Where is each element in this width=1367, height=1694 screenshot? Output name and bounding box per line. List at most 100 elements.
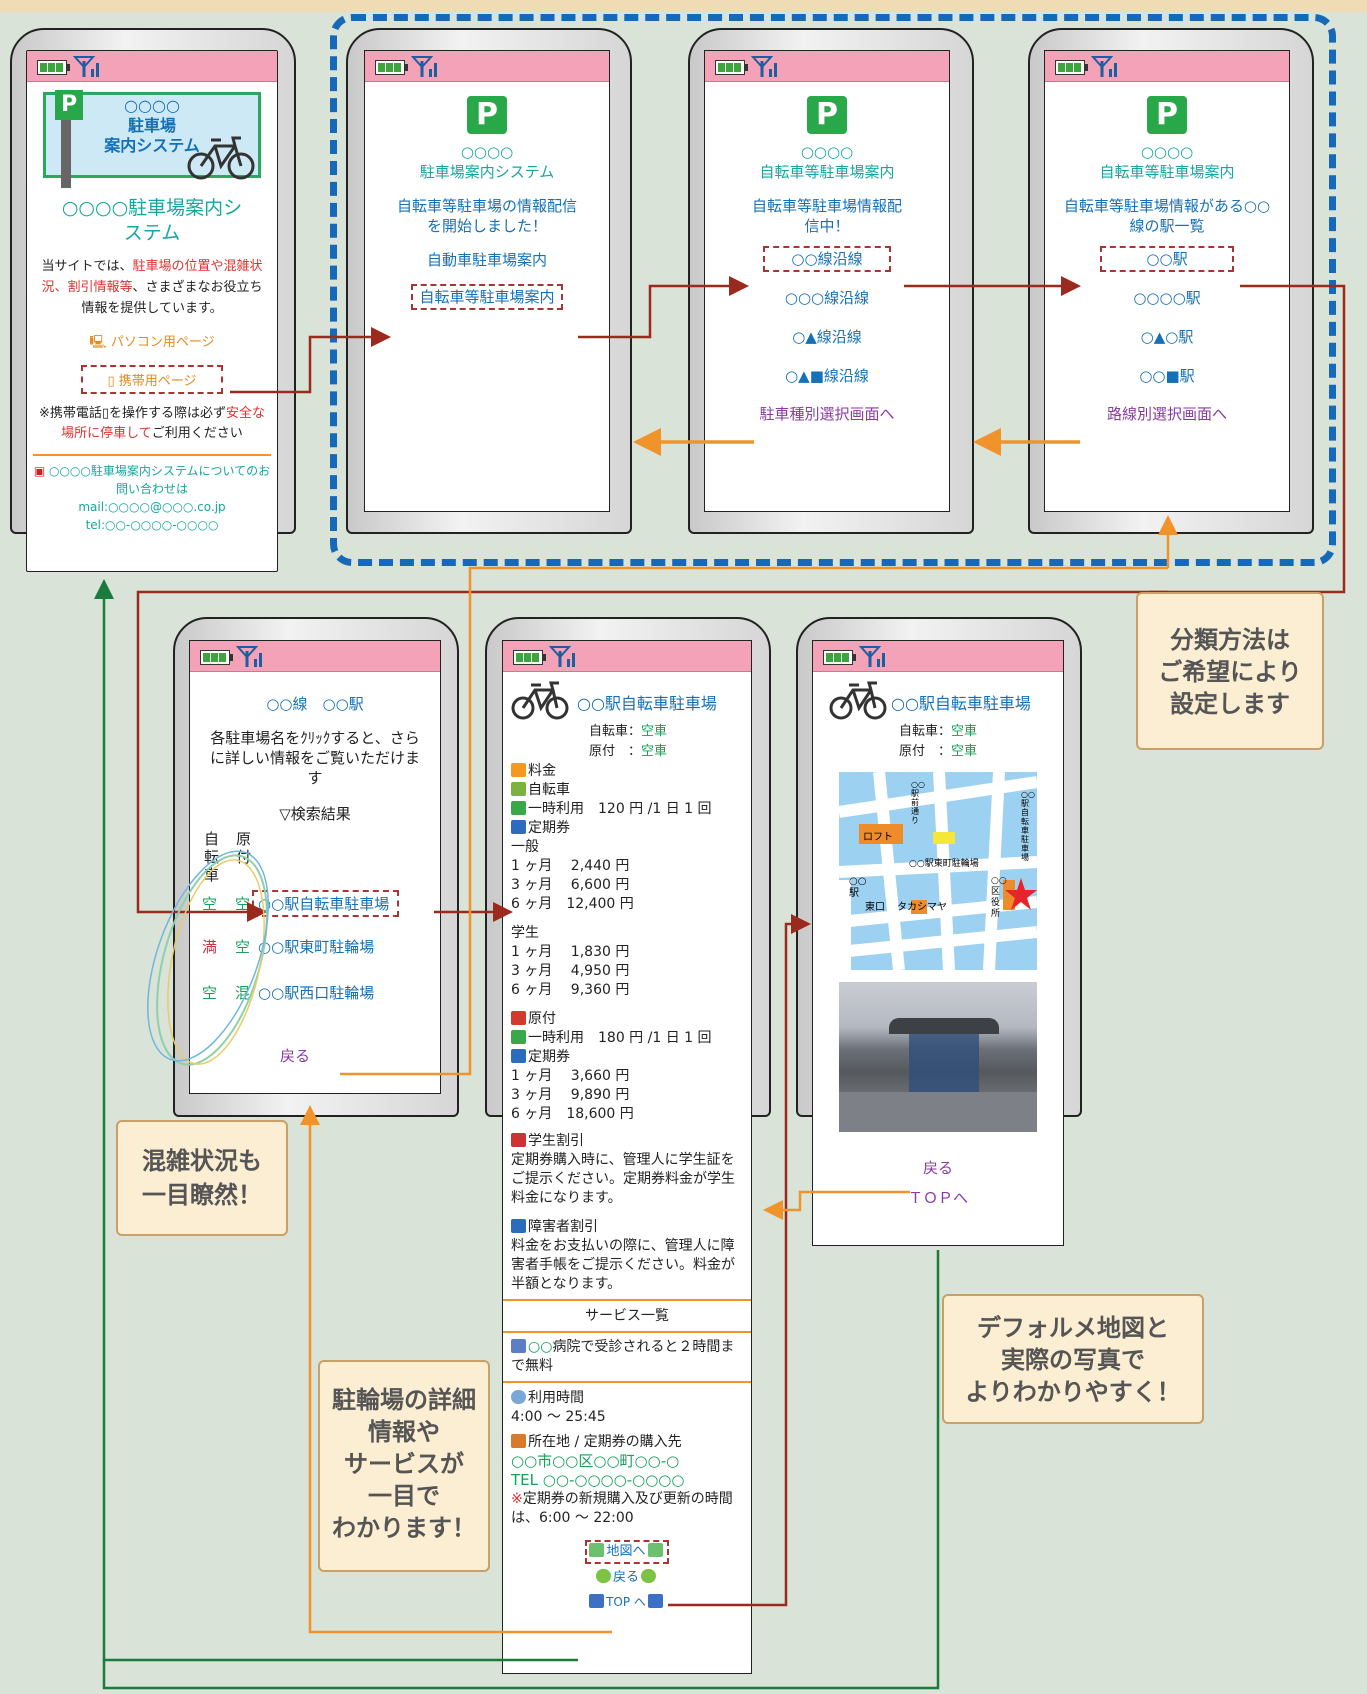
back-to-type-link[interactable]: 駐車種別選択画面へ <box>759 405 895 423</box>
pass-icon <box>511 820 526 834</box>
screen-bike-info: P ○○○○ 駐車場案内システム 自転車等駐車場の情報配信を開始しました！ 自動… <box>364 50 610 512</box>
bicycle-icon <box>829 681 887 720</box>
station-item[interactable]: ○▲○駅 <box>1140 328 1194 346</box>
site-sign: P ○○○○ 駐車場 案内システム <box>27 82 277 192</box>
map-label-east-exit: 東口 <box>865 902 885 913</box>
map-icon <box>647 1543 663 1557</box>
battery-icon <box>37 60 70 75</box>
map-label-loft: ロフト <box>863 832 893 843</box>
map-label-station: ○○駅 <box>849 876 867 899</box>
battery-icon <box>823 650 856 665</box>
map-top-link[interactable]: ＴＯＰへ <box>907 1189 968 1207</box>
fee-list: 料金 自転車 一時利用 120 円 /1 日 1 回 定期券 一般 1 ヶ月 2… <box>511 763 735 1292</box>
pencil-icon <box>511 1133 526 1147</box>
detail-back-link[interactable]: 戻る <box>503 1568 751 1588</box>
status-bar <box>813 641 1063 672</box>
yen-icon <box>511 763 526 777</box>
screen-site-top: P ○○○○ 駐車場 案内システム ○○○○駐車場案内システム 当サイトでは、駐… <box>26 50 278 572</box>
clock-icon <box>511 1390 526 1404</box>
area-map[interactable]: ロフト ○○駅東町駐輪場 タカシマヤ 東口 ○○駅 ○○区役所 ○○駅前通り ○… <box>839 772 1037 970</box>
status-bar <box>365 51 609 82</box>
divider <box>503 1381 751 1383</box>
house-icon <box>511 1434 526 1448</box>
line-item[interactable]: ○○○線沿線 <box>784 289 870 307</box>
battery-icon <box>513 650 546 665</box>
screen-map: ○○駅自転車駐車場 自転車：空車 原付 ：空車 ロフト ○○駅東町駐輪場 タカシ… <box>812 640 1064 1246</box>
map-title: ○○駅自転車駐車場 <box>891 694 1031 713</box>
top-strip <box>0 0 1367 12</box>
battery-icon <box>200 650 233 665</box>
line-item[interactable]: ○▲線沿線 <box>792 328 862 346</box>
map-label-takashimaya: タカシマヤ <box>897 902 947 913</box>
map-link[interactable]: 地図へ <box>585 1540 669 1564</box>
car-icon <box>647 1594 663 1608</box>
result-row[interactable]: 満空○○駅東町駐輪場 <box>202 938 375 956</box>
scooter-icon <box>511 1011 526 1025</box>
contact-tel[interactable]: tel:○○-○○○○-○○○○ <box>85 518 219 532</box>
col-moto-header: 原付 <box>236 830 252 866</box>
sign-line1: 駐車場 <box>127 116 176 135</box>
callout-map: デフォルメ地図と実際の写真でよりわかりやすく！ <box>942 1294 1204 1424</box>
parking-name[interactable]: ○○駅自転車駐車場 <box>252 890 400 917</box>
status-bar <box>27 51 277 82</box>
car-parking-link[interactable]: 自動車駐車場案内 <box>426 251 547 269</box>
bicycle-small-icon <box>511 782 526 796</box>
results-section: ▽検索結果 <box>279 805 351 823</box>
screen-detail: ○○駅自転車駐車場 自転車：空車 原付 ：空車 料金 自転車 一時利用 120 … <box>502 640 752 1674</box>
frog-icon <box>641 1569 656 1583</box>
safety-warning: ※携帯電話▯を操作する際は必ず安全な場所に停車してご利用ください <box>38 406 266 441</box>
station-item[interactable]: ○○駅 <box>1100 246 1234 272</box>
parking-photo <box>839 982 1037 1132</box>
back-to-line-link[interactable]: 路線別選択画面へ <box>1106 405 1227 423</box>
antenna-icon <box>1091 56 1117 77</box>
battery-icon <box>1055 60 1088 75</box>
col-bike-header: 自転車 <box>204 830 220 884</box>
results-back-link[interactable]: 戻る <box>279 1047 310 1065</box>
result-row[interactable]: 空混○○駅西口駐輪場 <box>202 984 375 1002</box>
parking-p-icon: P <box>467 96 507 134</box>
callout-classify: 分類方法はご希望により設定します <box>1136 592 1324 750</box>
detail-top-link[interactable]: TOP へ <box>503 1592 751 1612</box>
battery-icon <box>715 60 748 75</box>
bicycle-icon <box>187 136 255 180</box>
parking-name[interactable]: ○○駅西口駐輪場 <box>258 984 375 1002</box>
s2-message: 自転車等駐車場の情報配信を開始しました！ <box>396 197 577 235</box>
bike-parking-link[interactable]: 自転車等駐車場案内 <box>411 284 563 310</box>
s2-title: 駐車場案内システム <box>419 163 555 181</box>
map-label-target: ○○駅自転車駐車場 <box>1021 790 1035 862</box>
sign-line2: 案内システム <box>104 136 200 155</box>
map-label-ward: ○○区役所 <box>991 876 1007 919</box>
line-item[interactable]: ○○線沿線 <box>763 246 891 272</box>
parking-name[interactable]: ○○駅東町駐輪場 <box>258 938 375 956</box>
s4-message: 自転車等駐車場情報がある○○線の駅一覧 <box>1063 197 1271 235</box>
status-bar <box>1045 51 1289 82</box>
map-back-link[interactable]: 戻る <box>922 1159 953 1177</box>
results-title: ○○線 ○○駅 <box>266 695 364 713</box>
parking-p-icon: P <box>55 90 83 120</box>
service-item: ○○病院で受診されると２時間まで無料 <box>511 1339 735 1374</box>
callout-details: 駐輪場の詳細情報やサービスが一目でわかります！ <box>318 1360 490 1572</box>
info-list: 利用時間 4:00 ～ 25:45 所在地 / 定期券の購入先 ○○市○○区○○… <box>511 1390 733 1526</box>
station-item[interactable]: ○○○○駅 <box>1133 289 1201 307</box>
screen-lines: P ○○○○ 自転車等駐車場案内 自転車等駐車場情報配信中！ ○○線沿線 ○○○… <box>704 50 950 512</box>
mobile-link[interactable]: ▯ 携帯用ページ <box>81 365 223 394</box>
phone-icon: ▯ <box>101 406 110 421</box>
pill-icon <box>511 1339 526 1353</box>
line-item[interactable]: ○▲■線沿線 <box>785 367 869 385</box>
map-label-street: ○○駅前通り <box>911 780 925 825</box>
site-title: ○○○○駐車場案内システム <box>61 197 243 244</box>
result-row[interactable]: 空空○○駅自転車駐車場 <box>202 890 438 917</box>
status-bar <box>503 641 751 672</box>
antenna-icon <box>751 56 777 77</box>
station-item[interactable]: ○○■駅 <box>1139 367 1195 385</box>
status-bar <box>190 641 440 672</box>
computer-icon: 🖳 <box>89 335 111 350</box>
contact-mail[interactable]: mail:○○○○@○○○.co.jp <box>78 500 226 514</box>
pc-link[interactable]: 🖳 パソコン用ページ <box>89 335 215 350</box>
callout-crowd: 混雑状況も一目瞭然！ <box>116 1120 288 1236</box>
screen-stations: P ○○○○ 自転車等駐車場案内 自転車等駐車場情報がある○○線の駅一覧 ○○駅… <box>1044 50 1290 512</box>
divider <box>33 454 271 456</box>
s2-dots: ○○○○ <box>460 143 514 161</box>
map-label-higashi: ○○駅東町駐輪場 <box>909 859 979 869</box>
bicycle-icon <box>511 681 569 720</box>
